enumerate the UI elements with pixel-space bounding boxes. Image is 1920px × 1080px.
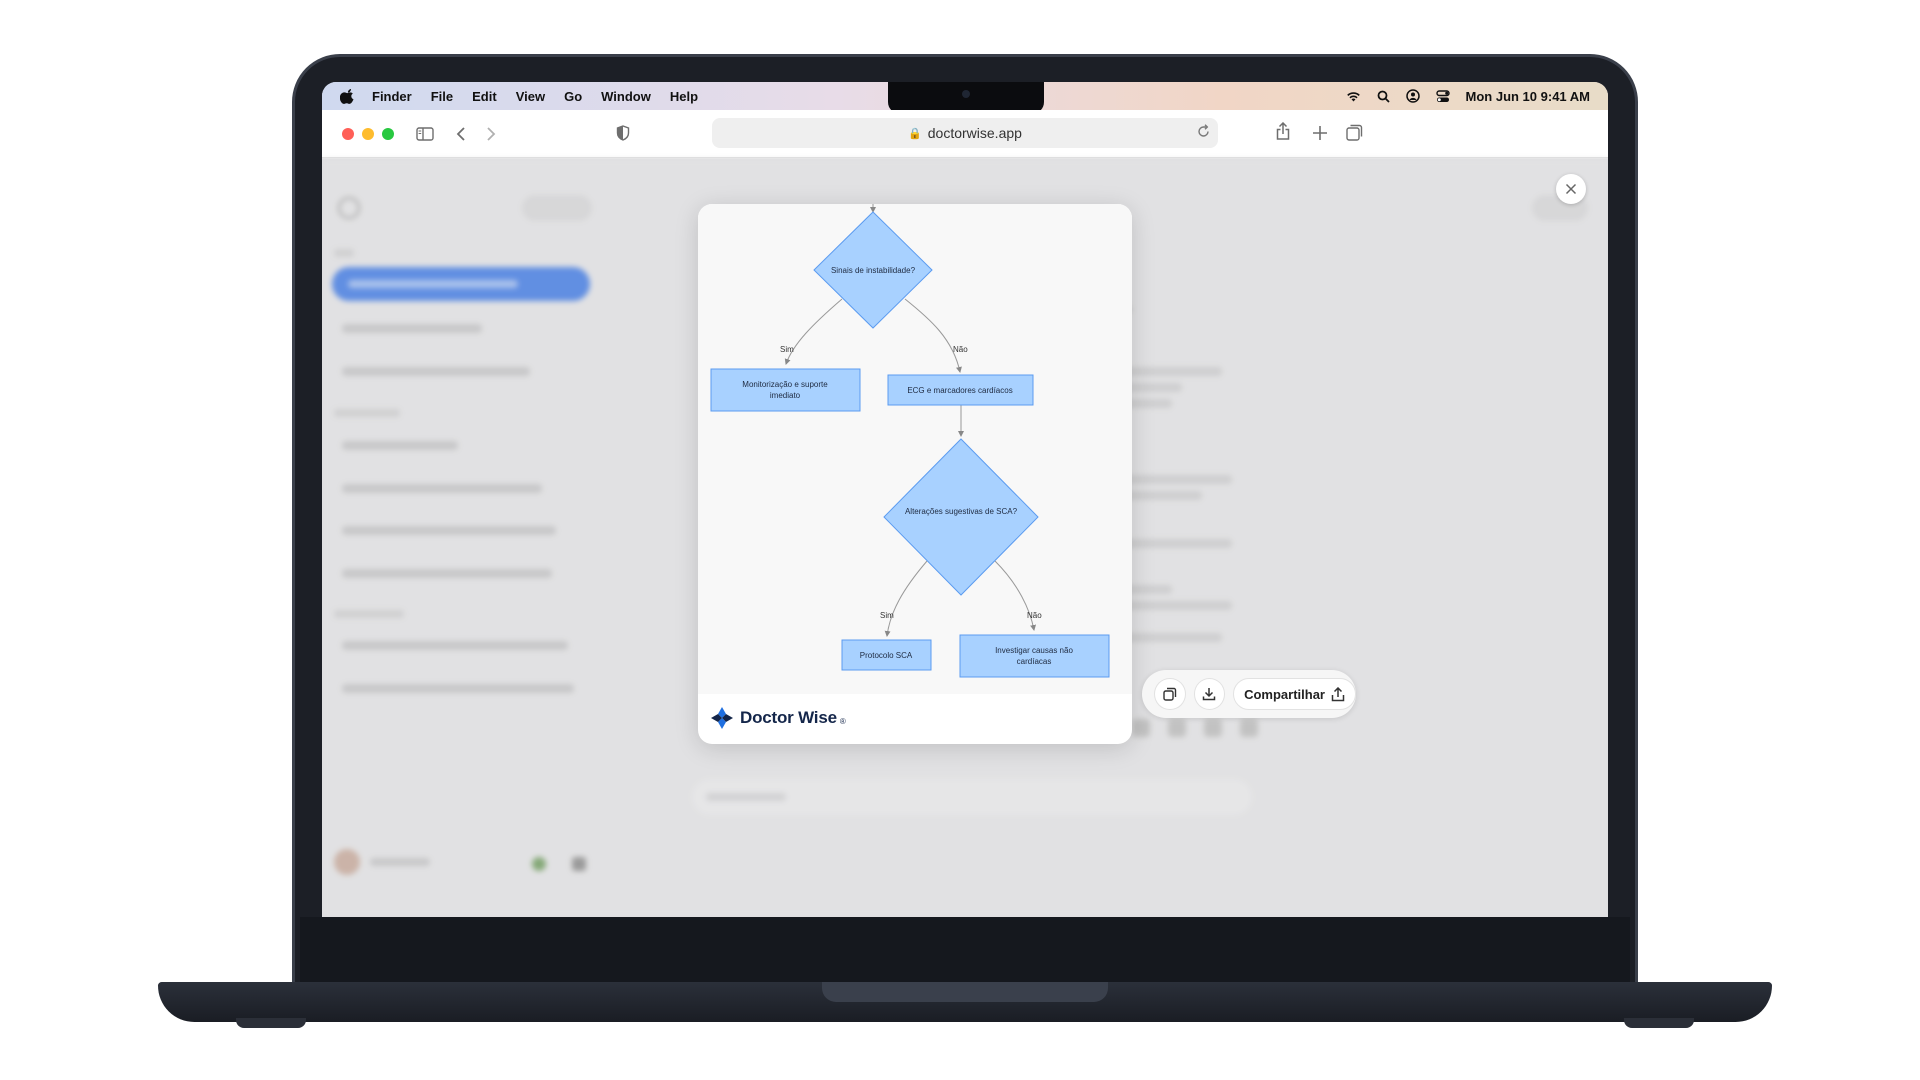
lock-icon: 🔒: [908, 127, 922, 140]
share-page-icon[interactable]: [1276, 122, 1290, 140]
edge-d1-p1: [786, 299, 842, 364]
window-controls: [342, 128, 394, 140]
user-icon[interactable]: [1406, 89, 1420, 103]
download-icon: [1202, 687, 1216, 701]
wifi-icon[interactable]: [1346, 90, 1361, 102]
process-label-non-cardiac-line2: cardíacas: [1017, 657, 1052, 666]
laptop-foot-left: [236, 1018, 306, 1028]
process-label-non-cardiac-line1: Investigar causas não: [995, 646, 1073, 655]
share-button-label: Compartilhar: [1244, 687, 1325, 702]
decision-label-sca: Alterações sugestivas de SCA?: [905, 507, 1018, 516]
modal-action-bar: Compartilhar: [1142, 670, 1356, 718]
process-label-monitoring-line2: imediato: [770, 391, 801, 400]
decision-node-sca: [884, 439, 1038, 595]
edge-label-d1-p1: Sim: [780, 345, 794, 354]
forward-icon[interactable]: [486, 126, 496, 142]
share-icon: [1331, 687, 1345, 702]
new-tab-icon[interactable]: [1312, 125, 1328, 141]
brand-name: Doctor Wise: [740, 708, 837, 728]
menu-help[interactable]: Help: [670, 89, 698, 104]
minimize-window-button[interactable]: [362, 128, 374, 140]
camera-icon: [962, 90, 970, 98]
copy-button[interactable]: [1154, 678, 1186, 710]
close-modal-button[interactable]: [1556, 174, 1586, 204]
macos-menubar: Finder File Edit View Go Window Help Mon…: [322, 82, 1608, 110]
process-node-non-cardiac: [960, 635, 1109, 677]
menu-view[interactable]: View: [516, 89, 545, 104]
control-center-icon[interactable]: [1436, 90, 1450, 103]
menu-file[interactable]: File: [431, 89, 453, 104]
reload-icon[interactable]: [1197, 124, 1210, 138]
edge-label-d2-p4: Não: [1027, 611, 1042, 620]
tab-overview-icon[interactable]: [1346, 124, 1363, 141]
screen: Finder File Edit View Go Window Help Mon…: [322, 82, 1608, 917]
privacy-shield-icon[interactable]: [616, 125, 630, 141]
maximize-window-button[interactable]: [382, 128, 394, 140]
sidebar-toggle-icon[interactable]: [416, 127, 434, 141]
back-icon[interactable]: [456, 126, 466, 142]
menu-edit[interactable]: Edit: [472, 89, 497, 104]
laptop-base-notch: [822, 982, 1108, 1002]
browser-toolbar: 🔒 doctorwise.app: [322, 110, 1608, 158]
edge-label-d2-p3: Sim: [880, 611, 894, 620]
search-icon[interactable]: [1377, 90, 1390, 103]
flowchart-diagram: Sim Não Sim Não Sinais de instabilidade?…: [698, 204, 1132, 694]
flowchart-canvas: Sim Não Sim Não Sinais de instabilidade?…: [698, 204, 1132, 694]
process-label-sca-protocol: Protocolo SCA: [860, 651, 913, 660]
apple-logo-icon[interactable]: [340, 88, 356, 104]
doctor-wise-logo-icon: [710, 706, 734, 730]
laptop-chin: [300, 917, 1630, 983]
menu-window[interactable]: Window: [601, 89, 651, 104]
registered-mark: ®: [840, 717, 846, 726]
url-text: doctorwise.app: [928, 125, 1022, 141]
process-label-monitoring-line1: Monitorização e suporte: [742, 380, 828, 389]
edge-d2-p3: [887, 561, 927, 636]
laptop-foot-right: [1624, 1018, 1694, 1028]
close-window-button[interactable]: [342, 128, 354, 140]
edge-d1-p2: [905, 299, 960, 372]
download-button[interactable]: [1194, 678, 1226, 710]
address-bar[interactable]: 🔒 doctorwise.app: [712, 118, 1218, 148]
close-icon: [1565, 183, 1577, 195]
menu-finder[interactable]: Finder: [372, 89, 412, 104]
menu-go[interactable]: Go: [564, 89, 582, 104]
menubar-clock[interactable]: Mon Jun 10 9:41 AM: [1466, 89, 1590, 104]
decision-label-instability: Sinais de instabilidade?: [831, 266, 916, 275]
process-node-monitoring: [711, 369, 860, 411]
flowchart-modal: Sim Não Sim Não Sinais de instabilidade?…: [698, 204, 1132, 744]
brand-logo: Doctor Wise ®: [710, 706, 846, 730]
edge-label-d1-p2: Não: [953, 345, 968, 354]
share-button[interactable]: Compartilhar: [1233, 678, 1356, 710]
process-label-ecg: ECG e marcadores cardíacos: [907, 386, 1012, 395]
copy-icon: [1163, 687, 1177, 701]
